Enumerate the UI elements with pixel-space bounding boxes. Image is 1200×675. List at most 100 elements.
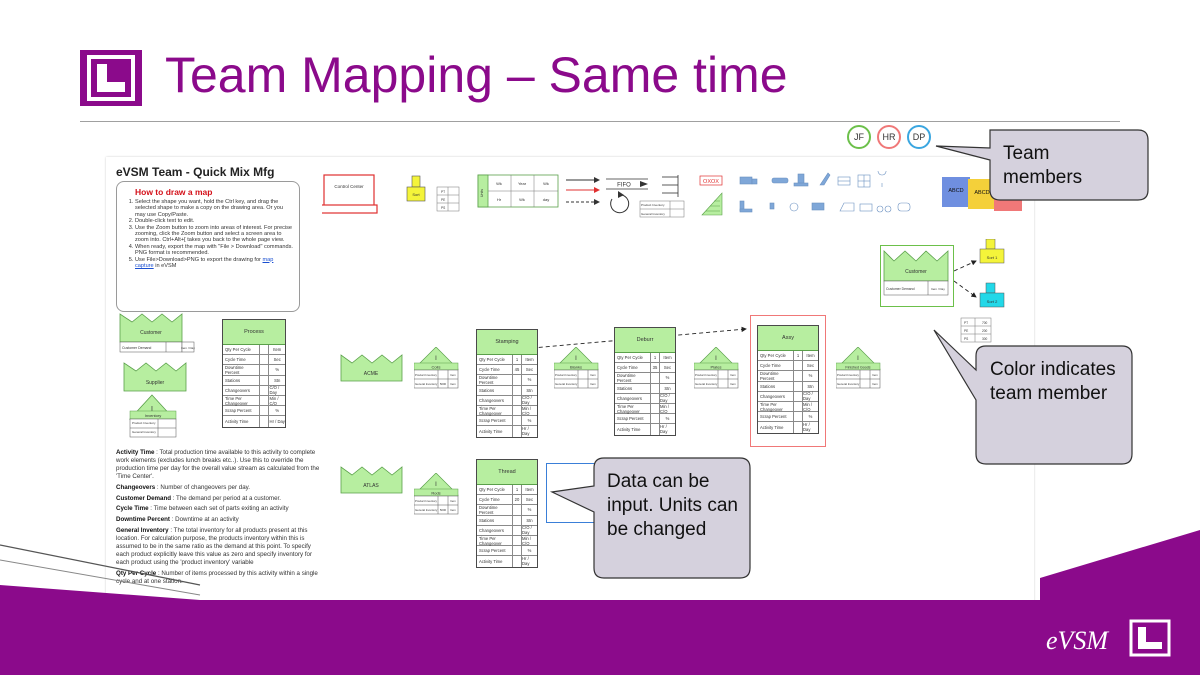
svg-text:General Inventory: General Inventory (415, 382, 438, 386)
howto-panel: How to draw a map Select the shape you w… (116, 181, 300, 312)
team-member-hr[interactable]: HR (877, 125, 901, 149)
svg-text:Plates: Plates (710, 365, 721, 370)
footer-logo (1128, 618, 1172, 658)
svg-text:Item: Item (450, 508, 456, 512)
inventory-rods[interactable]: I Rods Product Inventory General Invento… (414, 473, 462, 521)
inventory-finished-goods[interactable]: I Finished Goods Product Inventory Gener… (836, 347, 884, 395)
map-title: eVSM Team - Quick Mix Mfg (116, 165, 275, 179)
svg-text:I: I (715, 356, 717, 362)
svg-text:I: I (435, 482, 437, 488)
control-center-shape (322, 174, 378, 214)
howto-step: Use File>Download>PNG to export the draw… (135, 257, 293, 270)
svg-text:Wk: Wk (519, 197, 525, 202)
svg-text:Item: Item (450, 499, 456, 503)
svg-text:Item: Item (730, 373, 736, 377)
svg-text:Coils: Coils (432, 365, 441, 370)
supermarket-shape: Product Inventory General Inventory (639, 175, 685, 218)
pt-table-shape: PT PE PS (436, 186, 460, 212)
svg-text:Customer: Customer (905, 269, 927, 275)
team-member-highlight-jf (880, 245, 954, 307)
callout-team-members: Team members (1003, 143, 1083, 188)
supplier-atlas[interactable]: ATLAS (340, 463, 406, 495)
howto-step: Double-click text to edit. (135, 218, 293, 224)
svg-text:Hr: Hr (497, 197, 502, 202)
svg-text:Product Inventory: Product Inventory (837, 373, 860, 377)
inventory-coils[interactable]: I Coils Product Inventory General Invent… (414, 347, 462, 395)
svg-text:Customer Demand: Customer Demand (886, 287, 915, 291)
svg-text:Item: Item (730, 382, 736, 386)
svg-text:FIFO: FIFO (617, 183, 631, 189)
svg-text:Product Inventory: Product Inventory (415, 499, 438, 503)
glossary-entry: Activity Time : Total production time av… (116, 449, 320, 480)
inventory-plates[interactable]: I Plates Product Inventory General Inven… (694, 347, 742, 395)
evsm-logo (80, 50, 142, 106)
svg-text:Product Inventory: Product Inventory (641, 203, 665, 207)
svg-text:Item: Item (590, 382, 596, 386)
svg-text:300: 300 (982, 337, 988, 341)
svg-text:Inventory: Inventory (145, 413, 161, 418)
callout-color-indicates: Color indicates team member (990, 359, 1116, 404)
transport-icons (739, 171, 911, 213)
inventory-blanks[interactable]: I Blanks Product Inventory General Inven… (554, 347, 602, 395)
evsm-logo-icon (87, 55, 135, 101)
svg-text:PS: PS (964, 337, 968, 341)
svg-text:Item: Item (590, 373, 596, 377)
sort-shapes-right[interactable]: Sort 1 Sort 2 (978, 239, 1018, 311)
svg-text:Item: Item (872, 373, 878, 377)
svg-text:ACME: ACME (364, 371, 379, 377)
svg-text:Rods: Rods (431, 491, 440, 496)
svg-text:General Inventory: General Inventory (641, 212, 665, 216)
map-capture-link[interactable]: map capture (135, 256, 274, 270)
svg-text:I: I (151, 406, 153, 413)
svg-text:Sort: Sort (412, 192, 420, 197)
svg-text:PE: PE (441, 198, 445, 202)
svg-text:General Inventory: General Inventory (555, 382, 578, 386)
legend-supplier[interactable]: Supplier (122, 359, 194, 393)
pt-table-right[interactable]: PT 700 PE 200 PS 300 (960, 317, 994, 347)
svg-text:I: I (575, 356, 577, 362)
svg-text:Product Inventory: Product Inventory (555, 373, 578, 377)
team-member-jf[interactable]: JF (847, 125, 871, 149)
svg-text:General Inventory: General Inventory (132, 430, 156, 434)
svg-text:Blanks: Blanks (570, 365, 582, 370)
svg-text:5000: 5000 (440, 508, 447, 512)
supplier-acme[interactable]: ACME (340, 351, 406, 383)
team-member-highlight-dp (546, 463, 602, 523)
svg-text:I: I (857, 356, 859, 362)
howto-step: Select the shape you want, hold the Ctrl… (135, 199, 293, 218)
sort-shape: Sort (406, 175, 426, 202)
customer-right[interactable]: Customer Customer Demand Item / Day (882, 249, 954, 301)
svg-text:PT: PT (964, 321, 968, 325)
svg-text:Product Inventory: Product Inventory (415, 373, 438, 377)
svg-text:Finished Goods: Finished Goods (845, 366, 870, 370)
slide-title: Team Mapping – Same time (165, 47, 788, 103)
svg-text:General Inventory: General Inventory (837, 382, 860, 386)
svg-text:Customer Demand: Customer Demand (122, 346, 151, 350)
svg-text:Sort 2: Sort 2 (987, 299, 998, 304)
svg-text:Product Inventory: Product Inventory (695, 373, 718, 377)
legend-customer[interactable]: Customer Customer Demand Item / Day (118, 312, 200, 360)
evsm-logo-icon (1129, 619, 1171, 657)
svg-text:day: day (543, 197, 549, 202)
fifo-shape: FIFO (606, 178, 648, 214)
legend-inventory[interactable]: I Inventory Product Inventory General In… (128, 393, 184, 447)
team-member-dp[interactable]: DP (907, 125, 931, 149)
svg-text:PE: PE (964, 329, 968, 333)
howto-step: When ready, export the map with "File > … (135, 244, 293, 257)
howto-step: Use the Zoom button to zoom into areas o… (135, 225, 293, 244)
svg-text:General Inventory: General Inventory (415, 508, 438, 512)
glossary-entry: Cycle Time : Time between each set of pa… (116, 505, 289, 513)
svg-text:PS: PS (441, 206, 445, 210)
time-units-shape: Units Wk Year Wk Hr Wk day (477, 174, 559, 208)
team-member-highlight-hr (750, 315, 826, 447)
svg-text:700: 700 (982, 321, 988, 325)
svg-text:General Inventory: General Inventory (695, 382, 718, 386)
svg-text:Wk: Wk (496, 181, 502, 186)
value-stream-map-canvas[interactable]: eVSM Team - Quick Mix Mfg How to draw a … (106, 157, 1034, 609)
title-divider (80, 121, 1120, 122)
